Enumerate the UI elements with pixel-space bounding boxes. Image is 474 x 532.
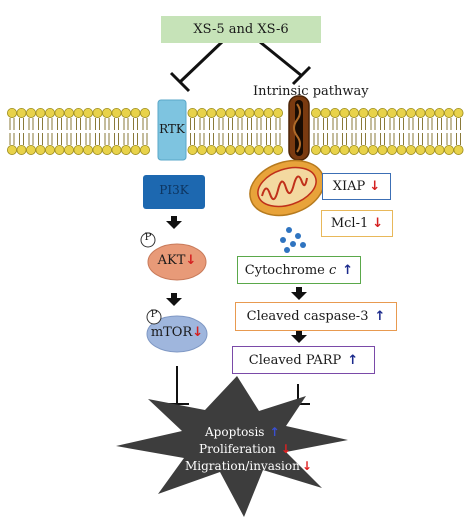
- akt-ellipse: [147, 243, 207, 281]
- inhibition-line-to-pathway: [259, 40, 312, 86]
- phospho-label-akt: P: [144, 232, 152, 243]
- phospho-circle-akt: [140, 232, 156, 248]
- parp-text: Cleaved PARP: [248, 352, 342, 368]
- akt-label: AKT↓: [148, 253, 206, 268]
- arrow-pi3k-to-akt: [166, 216, 182, 229]
- rtk-label: RTK: [159, 122, 185, 136]
- outcome-migration: Migration/invasion↓: [185, 459, 312, 473]
- arrow-cytochrome-to-caspase: [291, 287, 307, 300]
- mcl1-down-arrow: ↓: [372, 216, 384, 231]
- migration-down-arrow: ↓: [301, 459, 312, 473]
- xiap-box: XIAP↓: [322, 173, 391, 200]
- migration-text: Migration/invasion: [185, 459, 300, 473]
- arrow-caspase-to-parp: [291, 331, 307, 343]
- inhibition-line-to-rtk: [169, 40, 224, 93]
- mitochondrion: [249, 159, 325, 217]
- cell-membrane: [7, 108, 464, 155]
- phospho-circle-mtor: [146, 309, 162, 325]
- membrane-channel: [288, 95, 310, 161]
- mtor-label: mTOR↓: [147, 325, 207, 340]
- mtor-ellipse: [146, 315, 208, 353]
- cytochrome-up-arrow: ↑: [342, 262, 354, 278]
- cytochrome-text: Cytochrome: [244, 262, 325, 278]
- phospho-label-mtor: P: [150, 309, 158, 320]
- cytochrome-c-dots: [280, 227, 306, 253]
- caspase-box: Cleaved caspase-3 ↑: [235, 302, 397, 331]
- outcome-apoptosis: Apoptosis ↑: [205, 425, 280, 439]
- outcome-starburst: [116, 376, 348, 517]
- akt-down-arrow: ↓: [185, 253, 197, 268]
- cytochrome-c-italic: c: [329, 262, 337, 278]
- intrinsic-pathway-label: Intrinsic pathway: [253, 84, 369, 99]
- mcl1-text: Mcl-1: [330, 216, 369, 231]
- xiap-text: XIAP: [332, 179, 366, 194]
- proliferation-down-arrow: ↓: [280, 442, 291, 456]
- akt-text: AKT: [157, 253, 186, 268]
- mtor-down-arrow: ↓: [192, 325, 204, 340]
- compound-label-box: XS-5 and XS-6: [161, 16, 321, 43]
- cytochrome-c-box: Cytochrome c ↑: [237, 256, 361, 284]
- parp-up-arrow: ↑: [347, 352, 359, 368]
- apoptosis-up-arrow: ↑: [269, 425, 280, 439]
- xiap-down-arrow: ↓: [369, 179, 381, 194]
- proliferation-text: Proliferation: [199, 442, 276, 456]
- pi3k-label: PI3K: [159, 183, 189, 197]
- caspase-text: Cleaved caspase-3: [246, 309, 369, 324]
- arrow-akt-to-mtor: [166, 293, 182, 306]
- outcome-proliferation: Proliferation ↓: [199, 442, 291, 456]
- inhibition-mtor-to-outcomes: [165, 366, 189, 405]
- compound-label: XS-5 and XS-6: [193, 22, 289, 37]
- parp-box: Cleaved PARP ↑: [232, 346, 375, 374]
- apoptosis-text: Apoptosis: [205, 425, 265, 439]
- mcl1-box: Mcl-1↓: [321, 210, 393, 237]
- pi3k-box: [143, 175, 205, 209]
- rtk-receptor: [157, 99, 187, 161]
- mtor-text: mTOR: [150, 325, 193, 340]
- caspase-up-arrow: ↑: [374, 309, 386, 324]
